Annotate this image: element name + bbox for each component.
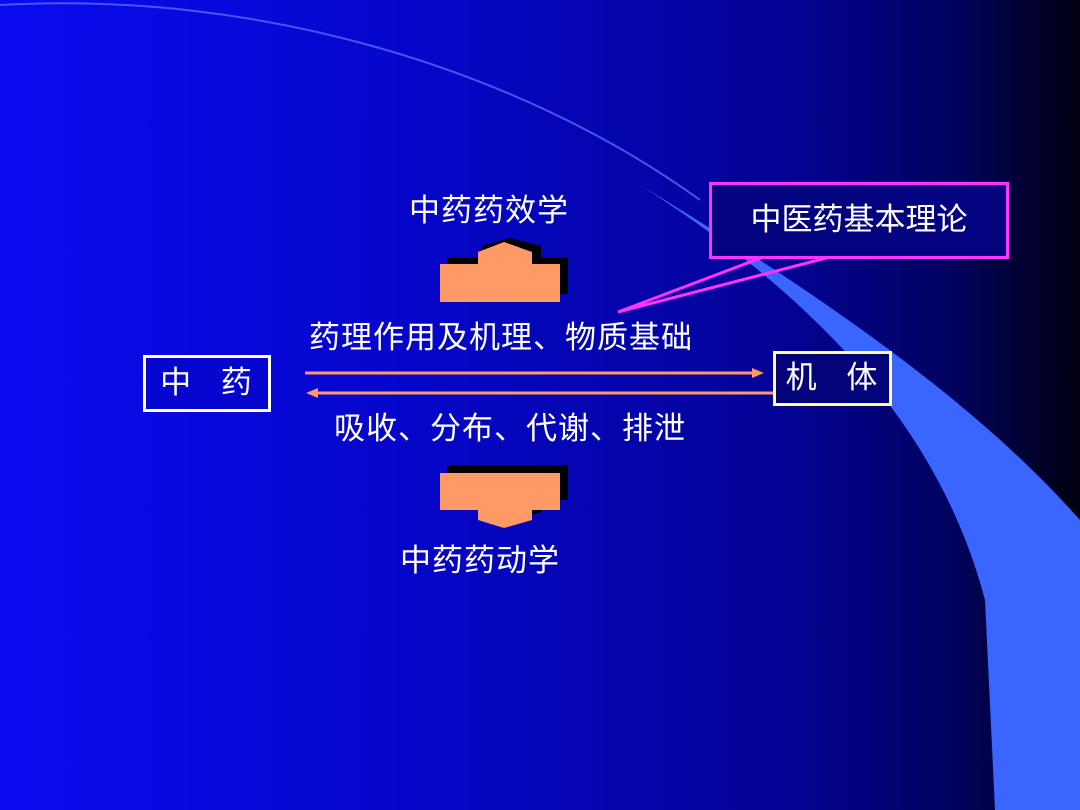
up-arrow (440, 242, 560, 302)
organism-box: 机 体 (773, 351, 892, 406)
decor-thin-curve (0, 2, 701, 201)
organism-text: 机 体 (785, 360, 888, 396)
mechanism-label: 药理作用及机理、物质基础 (309, 320, 693, 356)
tcm-theory-box: 中医药基本理论 (709, 182, 1009, 259)
chinese-medicine-text: 中 药 (160, 365, 262, 401)
tcm-theory-text: 中医药基本理论 (750, 202, 968, 238)
adme-label: 吸收、分布、代谢、排泄 (334, 411, 686, 447)
arrow-left-head (306, 388, 318, 398)
pharmacokinetics-label: 中药药动学 (400, 543, 560, 579)
decor-band (640, 185, 1080, 810)
down-arrow (440, 473, 560, 528)
pharmacodynamics-label: 中药药效学 (409, 193, 569, 229)
chinese-medicine-box: 中 药 (143, 355, 271, 412)
arrow-right-head (752, 368, 764, 378)
